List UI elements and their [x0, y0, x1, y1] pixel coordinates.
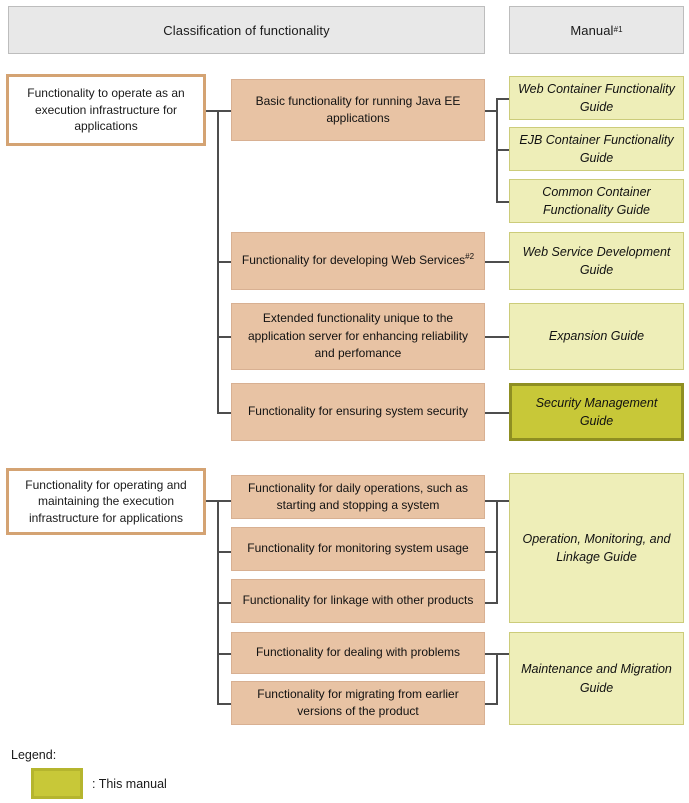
function-box-daily-operations[interactable]: Functionality for daily operations, such… — [231, 475, 485, 519]
connector-group1-fn4-stub — [217, 412, 233, 414]
function-box-linkage-products[interactable]: Functionality for linkage with other pro… — [231, 579, 485, 623]
connector-man3-stub — [496, 201, 511, 203]
connector-group1-fn3-stub — [217, 336, 233, 338]
manual-label-1: Web Container Functionality Guide — [518, 81, 675, 114]
manual-label-7: Operation, Monitoring, and Linkage Guide — [522, 531, 671, 564]
header-classification-label: Classification of functionality — [163, 22, 330, 38]
connector-group2-fn8-stub — [217, 653, 233, 655]
manual-box-operation-monitoring-linkage[interactable]: Operation, Monitoring, and Linkage Guide — [509, 473, 684, 623]
connector-group1-fn1-stub — [217, 110, 233, 112]
manual-box-maintenance-migration[interactable]: Maintenance and Migration Guide — [509, 632, 684, 725]
function-label-2: Functionality for developing Web Service… — [241, 253, 466, 268]
connector-man2-stub — [496, 149, 511, 151]
connector-maintenance-spine — [496, 653, 498, 705]
function-label-1: Basic functionality for running Java EE … — [255, 93, 461, 125]
connector-fn3-to-man5 — [484, 336, 511, 338]
function-box-basic-java-ee[interactable]: Basic functionality for running Java EE … — [231, 79, 485, 141]
connector-fn4-to-man6 — [484, 412, 511, 414]
connector-fn6-to-operation — [484, 551, 498, 553]
manual-box-web-container[interactable]: Web Container Functionality Guide — [509, 76, 684, 120]
legend-title: Legend: — [11, 748, 57, 762]
function-label-6: Functionality for monitoring system usag… — [247, 541, 469, 556]
category-box-operating-maintaining[interactable]: Functionality for operating and maintain… — [6, 468, 206, 535]
connector-group2-fn7-stub — [217, 602, 233, 604]
connector-fn2-to-man4 — [484, 261, 511, 263]
function-label-7: Functionality for linkage with other pro… — [242, 593, 474, 608]
function-label-5: Functionality for daily operations, such… — [247, 480, 469, 512]
connector-maintenance-out — [496, 653, 511, 655]
manual-label-2: EJB Container Functionality Guide — [519, 132, 674, 165]
connector-group1-category-stub — [204, 110, 219, 112]
function-box-extended-reliability[interactable]: Extended functionality unique to the app… — [231, 303, 485, 370]
legend-swatch-this-manual — [31, 768, 83, 799]
connector-fn9-to-maintenance — [484, 703, 498, 705]
category-label-1: Functionality to operate as an execution… — [27, 86, 185, 134]
connector-man1-stub — [496, 98, 511, 100]
function-box-dealing-problems[interactable]: Functionality for dealing with problems — [231, 632, 485, 674]
connector-group2-fn6-stub — [217, 551, 233, 553]
connector-fn8-to-maintenance — [484, 653, 498, 655]
manual-label-3: Common Container Functionality Guide — [542, 184, 651, 217]
function-label-4: Functionality for ensuring system securi… — [247, 404, 469, 419]
connector-fn1-to-containers — [484, 110, 498, 112]
manual-label-6: Security Management Guide — [535, 395, 658, 428]
header-manual-label: Manual — [570, 22, 614, 38]
function-label-8: Functionality for dealing with problems — [255, 645, 461, 660]
function-label-9: Functionality for migrating from earlier… — [257, 686, 459, 718]
connector-operation-out — [496, 500, 511, 502]
connector-group2-category-stub — [204, 500, 219, 502]
function-label-3: Extended functionality unique to the app… — [247, 311, 469, 361]
function-footnote-2: #2 — [465, 252, 475, 262]
function-box-monitoring-usage[interactable]: Functionality for monitoring system usag… — [231, 527, 485, 571]
function-box-web-services[interactable]: Functionality for developing Web Service… — [231, 232, 485, 290]
manual-box-security-management[interactable]: Security Management Guide — [509, 383, 684, 441]
connector-fn5-to-operation — [484, 500, 498, 502]
manual-label-5: Expansion Guide — [548, 329, 645, 344]
connector-group2-spine — [217, 500, 219, 703]
function-box-system-security[interactable]: Functionality for ensuring system securi… — [231, 383, 485, 441]
connector-group2-fn9-stub — [217, 703, 233, 705]
category-label-2: Functionality for operating and maintain… — [25, 477, 187, 525]
manual-label-8: Maintenance and Migration Guide — [521, 662, 672, 695]
function-box-migrating-versions[interactable]: Functionality for migrating from earlier… — [231, 681, 485, 725]
manual-box-expansion[interactable]: Expansion Guide — [509, 303, 684, 370]
header-manual: Manual#1 — [509, 6, 684, 54]
connector-group1-fn2-stub — [217, 261, 233, 263]
manual-box-web-service-development[interactable]: Web Service Development Guide — [509, 232, 684, 290]
manual-box-ejb-container[interactable]: EJB Container Functionality Guide — [509, 127, 684, 171]
manual-label-4: Web Service Development Guide — [522, 244, 671, 277]
connector-fn7-to-operation — [484, 602, 498, 604]
connector-group2-fn5-stub — [217, 500, 233, 502]
manual-box-common-container[interactable]: Common Container Functionality Guide — [509, 179, 684, 223]
header-classification: Classification of functionality — [8, 6, 485, 54]
legend-swatch-description: : This manual — [92, 777, 167, 791]
category-box-execution-infrastructure[interactable]: Functionality to operate as an execution… — [6, 74, 206, 146]
